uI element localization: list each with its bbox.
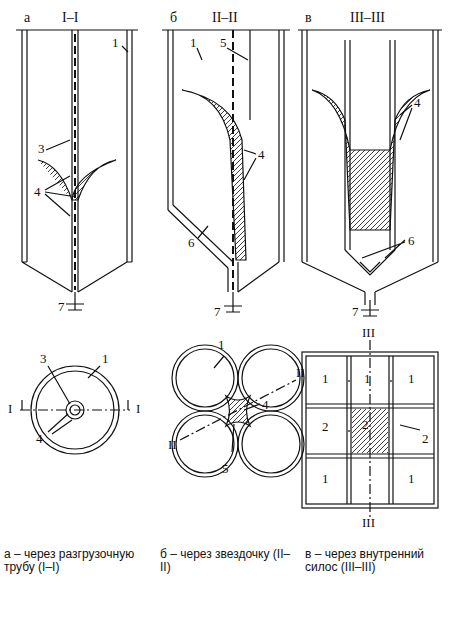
section-heading: I–I (62, 10, 78, 25)
section-heading: III–III (350, 10, 385, 25)
caption-text: а – через разгрузочную трубу (I–I) (4, 548, 139, 574)
callout-number: 3 (38, 142, 45, 156)
section-heading: в (305, 10, 312, 25)
callout-number: 3 (40, 352, 47, 366)
callout-number: 1 (322, 372, 329, 386)
caption-text: в – через внутренний силос (III–III) (305, 548, 440, 574)
callout-number: 5 (222, 462, 229, 476)
callout-number: 7 (352, 305, 359, 319)
callout-number: 1 (322, 472, 329, 486)
caption-text: б – через звездочку (II–II) (160, 548, 295, 574)
callout-number: 1 (102, 352, 109, 366)
plan-c (302, 340, 438, 520)
callout-number: 4 (36, 432, 43, 446)
callout-number: 1 (408, 372, 415, 386)
callout-number: 1 (408, 472, 415, 486)
callout-number: 4 (262, 398, 269, 412)
callout-number: 1 (190, 36, 197, 50)
section-heading: II–II (212, 10, 238, 25)
callout-number: II (168, 438, 177, 452)
callout-number: 4 (34, 185, 41, 199)
callout-number: 4 (258, 148, 265, 162)
section-a (16, 30, 138, 310)
callout-number: 1 (112, 36, 119, 50)
callout-number: 4 (414, 96, 421, 110)
plan-b (172, 345, 304, 477)
callout-number: I (136, 402, 140, 416)
callout-number: 5 (220, 36, 227, 50)
callout-number: 2 (422, 432, 429, 446)
callout-number: I (8, 402, 12, 416)
callout-number: 7 (58, 300, 65, 314)
section-b (162, 30, 290, 312)
callout-number: 1 (364, 372, 371, 386)
section-c (298, 30, 442, 316)
callout-number: 6 (188, 236, 195, 250)
callout-number: II (296, 366, 305, 380)
callout-number: 6 (408, 234, 415, 248)
section-heading: б (170, 10, 177, 25)
callout-number: 2 (362, 418, 369, 432)
callout-number: III (362, 326, 375, 340)
callout-number: 1 (218, 338, 225, 352)
section-heading: а (24, 10, 30, 25)
callout-number: 2 (322, 420, 329, 434)
callout-number: 7 (214, 305, 221, 319)
plan-a (20, 366, 130, 454)
callout-number: III (362, 516, 375, 530)
